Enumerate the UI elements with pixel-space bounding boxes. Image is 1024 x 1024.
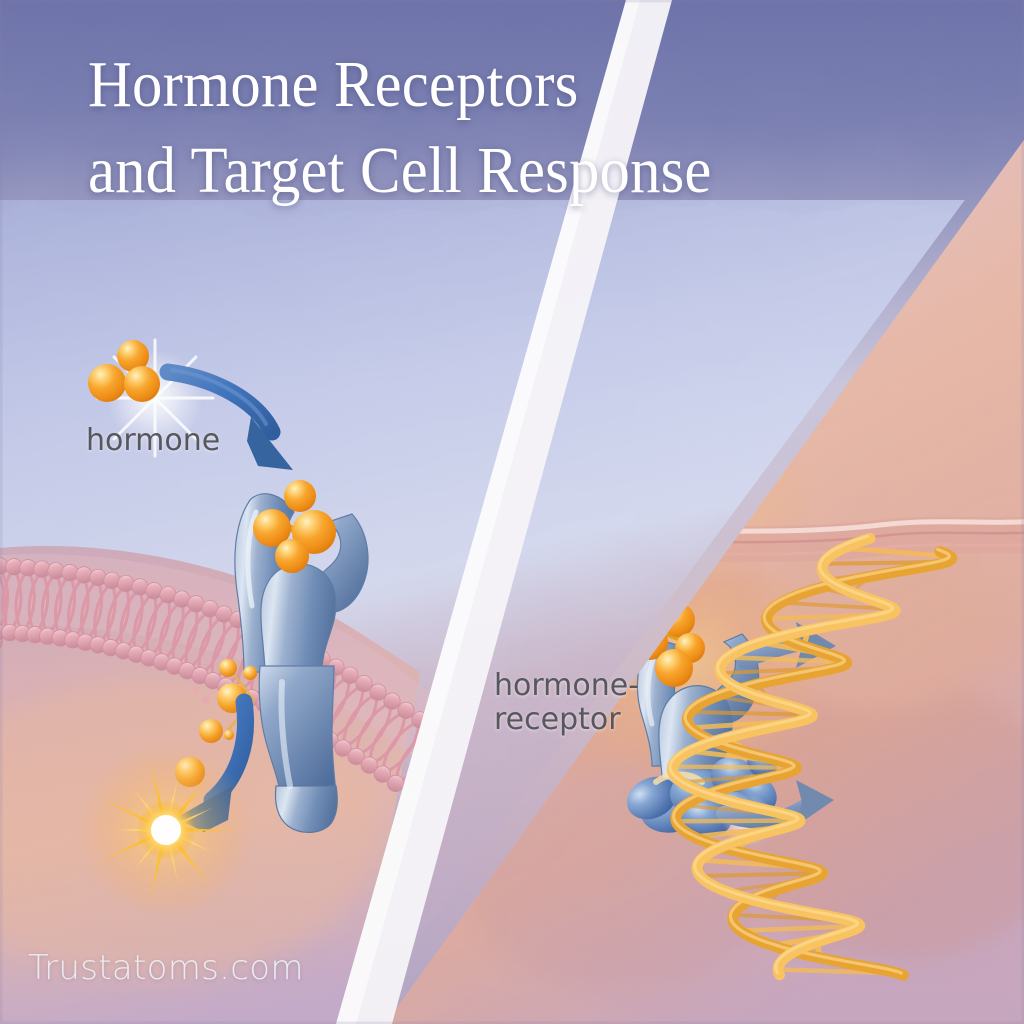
label-hormone: hormone — [86, 423, 221, 458]
watermark: Trustatoms.com — [28, 948, 304, 988]
label-hormone-receptor: hormone- receptor — [494, 668, 640, 737]
